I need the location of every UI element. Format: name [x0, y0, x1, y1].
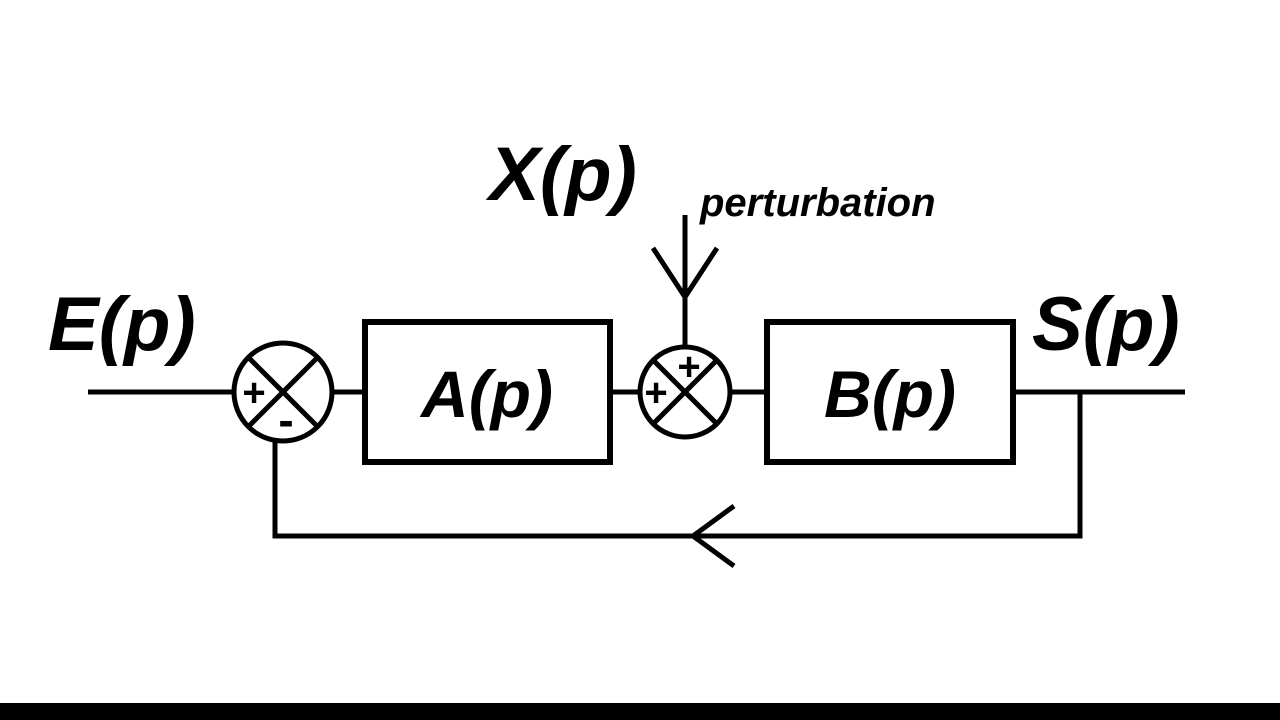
block-a-label: A(p): [419, 357, 553, 431]
summing-junction-2-plus-top-sign: +: [677, 345, 700, 389]
feedback-line: [272, 392, 1083, 539]
block-b-box: [764, 319, 1016, 465]
block-b-label: B(p): [824, 357, 956, 431]
feedback-arrowhead-icon: [688, 503, 736, 569]
perturbation-caption: perturbation: [699, 181, 936, 225]
perturbation-arrowhead-icon: [650, 246, 720, 302]
summing-junction-1-plus-sign: +: [242, 371, 265, 415]
block-a-box: [362, 319, 613, 465]
summing-junction-2: + +: [637, 344, 733, 440]
block-b: B(p): [764, 319, 1016, 465]
summing-junction-1-cross: [246, 355, 320, 429]
summing-junction-2-cross: [651, 358, 719, 426]
summing-junction-2-plus-left-sign: +: [644, 371, 667, 415]
block-a: A(p): [362, 319, 613, 465]
perturbation-signal-label: X(p): [485, 132, 637, 217]
summing-junction-1-minus-sign: -: [278, 394, 293, 446]
output-signal-label: S(p): [1032, 282, 1180, 367]
summing-junction-1: + -: [231, 340, 335, 446]
letterbox-bottom-bar: [0, 703, 1280, 720]
input-signal-label: E(p): [48, 282, 196, 367]
